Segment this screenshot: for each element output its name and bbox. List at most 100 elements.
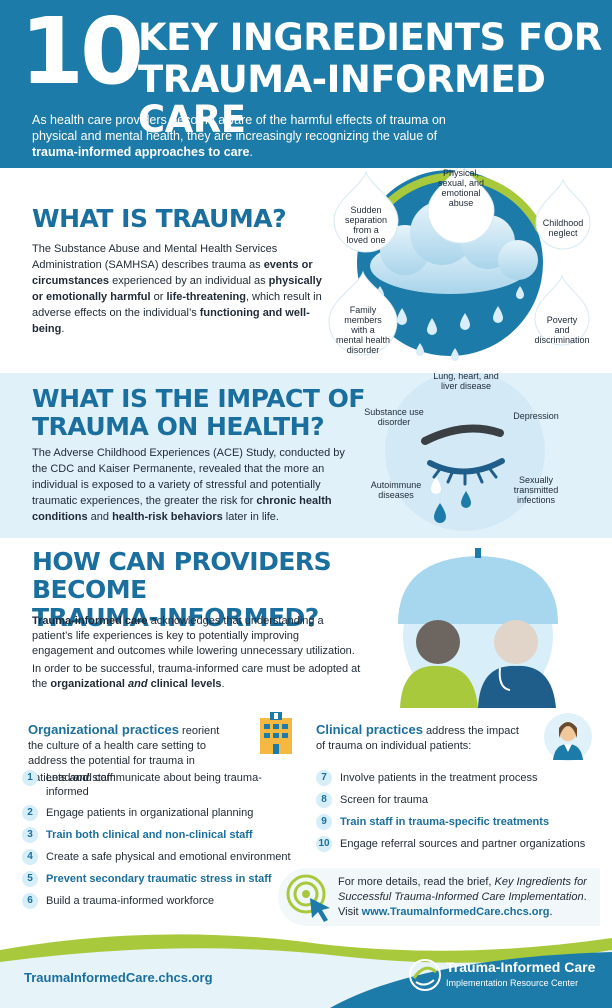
text-part: The Adverse Childhood Experiences (ACE) … <box>32 447 345 507</box>
org-name: Trauma-Informed Care <box>446 959 596 975</box>
heading-text: address the impact of trauma on individu… <box>316 725 519 752</box>
details-text: . <box>549 906 553 918</box>
text-bold: organizational <box>50 678 128 690</box>
providers-text-1: Trauma-informed care acknowledges that u… <box>32 614 362 659</box>
umbrella-tip <box>475 548 481 558</box>
drop-family-mental-health <box>328 270 398 356</box>
title-line-1: KEY INGREDIENTS FOR <box>138 16 602 59</box>
practice-label: Engage referral sources and partner orga… <box>340 838 586 850</box>
text-part: . <box>221 678 225 690</box>
impact-circle <box>385 373 545 531</box>
practice-number-badge: 8 <box>316 792 332 808</box>
heading-line: HOW CAN PROVIDERS BECOME <box>32 547 332 604</box>
text-bold: chronic health conditions <box>32 495 332 523</box>
text-part: In order to be successful, trauma-inform… <box>32 663 361 690</box>
tears-icon <box>431 477 471 523</box>
footer-waves <box>0 934 612 1008</box>
practice-label: Train both clinical and non-clinical sta… <box>46 829 253 841</box>
org-subtitle: Implementation Resource Center <box>446 978 579 988</box>
clinical-heading: Clinical practices address the impact of… <box>316 722 521 770</box>
practice-number-badge: 9 <box>316 814 332 830</box>
practice-item: 5 Prevent secondary traumatic stress in s… <box>22 871 302 887</box>
organizational-heading: Organizational practices reorient the cu… <box>22 722 232 784</box>
text-part: later in life. <box>222 511 279 523</box>
heading-line: TRAUMA ON HEALTH? <box>32 412 325 441</box>
practice-label: Create a safe physical and emotional env… <box>46 851 291 863</box>
practice-label: Build a trauma-informed workforce <box>46 895 215 907</box>
impact-text: The Adverse Childhood Experiences (ACE) … <box>32 445 362 525</box>
practice-label: Train staff in trauma-specific treatment… <box>340 816 550 828</box>
practice-item: 7 Involve patients in the treatment proce… <box>316 770 606 786</box>
building-icon <box>260 712 292 754</box>
practices-section: Organizational practices reorient the cu… <box>0 708 612 928</box>
text-part: , which result in adverse effects on the… <box>32 291 322 319</box>
heading-text: staff: <box>89 772 116 784</box>
heading-text: reorient the culture of a health care se… <box>28 725 220 784</box>
title-number: 10 <box>20 0 144 105</box>
footer: TraumaInformedCare.chcs.org Trauma-Infor… <box>0 928 612 1008</box>
practice-label: Prevent secondary traumatic stress in st… <box>46 873 272 885</box>
drop-childhood-neglect <box>535 178 591 250</box>
intro-bold: trauma-informed approaches to care <box>32 145 250 159</box>
practice-number-badge: 2 <box>22 805 38 821</box>
target-cursor-icon <box>286 874 330 922</box>
practice-item: 8 Screen for trauma <box>316 792 606 808</box>
text-bold: health-risk behaviors <box>112 511 223 523</box>
practice-item: 1 Lead and communicate about being trauma… <box>22 770 302 799</box>
impact-label: Depression <box>513 411 559 421</box>
text-part: acknowledges that understanding a patien… <box>32 615 355 657</box>
text-part: The Substance Abuse and Mental Health Se… <box>32 243 278 271</box>
text-part: experienced by an individual as <box>109 275 269 287</box>
header-banner: 10 KEY INGREDIENTS FOR TRAUMA-INFORMED C… <box>0 0 612 168</box>
practice-number-badge: 7 <box>316 770 332 786</box>
what-is-trauma-heading: WHAT IS TRAUMA? <box>32 204 287 233</box>
intro-end: . <box>249 145 253 159</box>
clinical-practices: Clinical practices address the impact of… <box>316 722 606 858</box>
drop-sudden-separation <box>333 170 399 253</box>
practice-number-badge: 5 <box>22 871 38 887</box>
details-text: . <box>583 891 587 903</box>
practice-label: Screen for trauma <box>340 794 429 806</box>
text-part: or <box>150 291 167 303</box>
heading-italic: and <box>69 772 90 784</box>
closed-eye-icon <box>427 458 505 486</box>
heading-line: WHAT IS THE IMPACT OF <box>32 384 365 413</box>
practice-label: Lead and communicate about being trauma-… <box>46 772 262 798</box>
doctor-avatar-icon <box>544 713 592 761</box>
practice-number-badge: 4 <box>22 849 38 865</box>
text-bold: life-threatening <box>166 291 246 303</box>
text-part: . <box>61 323 65 335</box>
details-url-link[interactable]: www.TraumaInformedCare.chcs.org <box>361 906 550 918</box>
text-bold-italic: and <box>127 678 148 690</box>
drop-abuse <box>427 168 495 244</box>
title-line-2: TRAUMA-INFORMED CARE <box>138 58 546 141</box>
practice-item: 4 Create a safe physical and emotional en… <box>22 849 302 865</box>
more-details-text: For more details, read the brief, Key In… <box>338 875 600 920</box>
practice-label: Involve patients in the treatment proces… <box>340 772 538 784</box>
organizational-practices: Organizational practices reorient the cu… <box>22 722 302 915</box>
umbrella-people-illustration <box>398 548 558 708</box>
details-text: For more details, read the brief, <box>338 876 495 888</box>
text-bold: clinical levels <box>147 678 222 690</box>
brief-title: Key Ingredients for Successful Trauma-In… <box>338 876 587 903</box>
footer-site-link[interactable]: TraumaInformedCare.chcs.org <box>24 970 213 985</box>
practice-number-badge: 1 <box>22 770 38 786</box>
